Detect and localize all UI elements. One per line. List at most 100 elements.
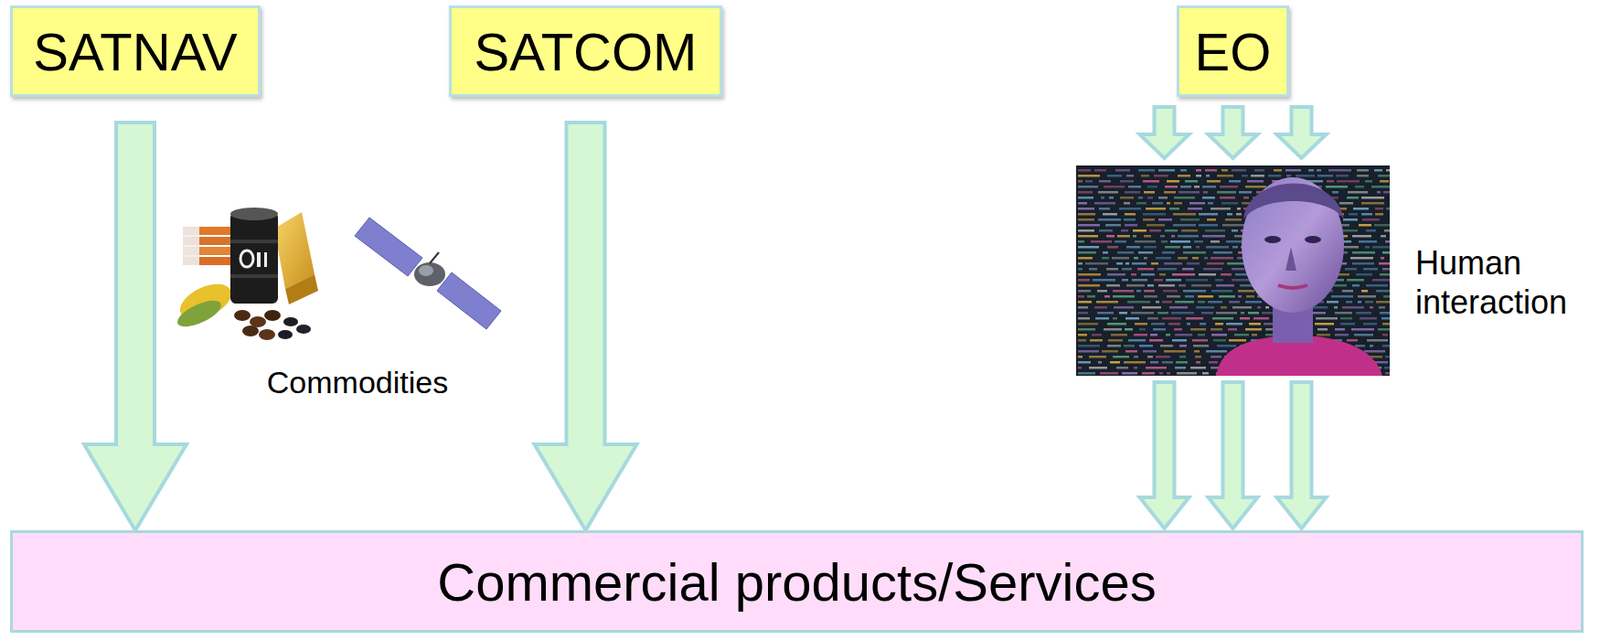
- code-dash: [1109, 196, 1114, 200]
- code-dash: [1384, 366, 1390, 370]
- code-dash: [1374, 169, 1383, 172]
- code-dash: [1195, 169, 1202, 172]
- code-dash: [1174, 300, 1195, 304]
- code-dash: [1243, 196, 1249, 200]
- code-dash: [1245, 328, 1262, 331]
- code-dash: [1091, 333, 1102, 337]
- code-dash: [1123, 218, 1136, 222]
- code-dash: [1145, 366, 1167, 370]
- code-dash: [1157, 311, 1169, 315]
- code-dash: [1205, 229, 1226, 233]
- code-dash: [1162, 317, 1182, 320]
- code-dash: [1139, 328, 1146, 331]
- code-dash: [1123, 361, 1146, 364]
- code-dash: [1351, 328, 1375, 331]
- code-dash: [1158, 218, 1173, 222]
- code-dash: [1115, 169, 1131, 172]
- code-dash: [1253, 317, 1270, 320]
- code-dash: [1077, 191, 1093, 194]
- code-dash: [1357, 295, 1376, 299]
- block-arrow: [534, 122, 638, 531]
- code-dash: [1228, 180, 1241, 183]
- code-dash: [1334, 333, 1349, 337]
- code-dash: [1128, 339, 1146, 342]
- code-dash: [1077, 196, 1094, 200]
- code-dash: [1077, 251, 1097, 255]
- code-dash: [1379, 180, 1389, 183]
- code-dash: [1363, 322, 1377, 326]
- code-dash: [1126, 245, 1141, 249]
- code-dash: [1206, 218, 1216, 222]
- code-dash: [1177, 174, 1191, 178]
- code-dash: [1185, 317, 1204, 320]
- code-dash: [1362, 218, 1380, 222]
- code-dash: [1215, 322, 1224, 326]
- code-dash: [1133, 256, 1139, 260]
- code-dash: [1250, 174, 1265, 178]
- code-dash: [1077, 267, 1083, 271]
- code-dash: [1205, 169, 1217, 172]
- code-dash: [1237, 295, 1242, 299]
- code-dash: [1149, 339, 1163, 342]
- code-dash: [1197, 295, 1214, 299]
- code-dash: [1104, 295, 1110, 299]
- code-dash: [1092, 278, 1116, 282]
- code-dash: [1378, 306, 1386, 310]
- code-dash: [1295, 174, 1315, 178]
- code-dash: [1141, 372, 1155, 375]
- code-dash: [1226, 322, 1243, 326]
- satcom-box: SATCOM: [448, 5, 723, 97]
- code-dash: [1265, 306, 1270, 310]
- code-dash: [1171, 234, 1175, 238]
- eo-box: EO: [1176, 5, 1290, 97]
- code-dash: [1172, 339, 1187, 342]
- code-dash: [1361, 196, 1385, 200]
- block-arrow: [1277, 382, 1327, 529]
- code-dash: [1177, 256, 1188, 260]
- code-dash: [1107, 245, 1119, 249]
- code-dash: [1164, 185, 1178, 189]
- code-dash: [1193, 344, 1209, 348]
- code-dash: [1096, 300, 1119, 304]
- code-dash: [1133, 333, 1148, 337]
- code-dash: [1340, 317, 1353, 320]
- code-dash: [1165, 278, 1182, 282]
- coffee-beans: [234, 309, 311, 341]
- code-dash: [1222, 224, 1245, 227]
- code-dash: [1159, 372, 1163, 375]
- code-dash: [1308, 169, 1314, 172]
- code-dash: [1109, 361, 1120, 364]
- code-dash: [1125, 350, 1138, 353]
- code-dash: [1147, 355, 1153, 359]
- code-dash: [1210, 328, 1223, 331]
- code-dash: [1107, 322, 1127, 326]
- code-dash: [1257, 306, 1261, 310]
- code-dash: [1147, 196, 1153, 200]
- code-dash: [1171, 311, 1195, 315]
- code-dash: [1177, 234, 1199, 238]
- code-dash: [1220, 306, 1227, 310]
- code-dash: [1146, 224, 1165, 227]
- block-arrow: [1140, 382, 1190, 529]
- code-dash: [1141, 174, 1150, 178]
- code-dash: [1142, 180, 1160, 183]
- code-dash: [1173, 213, 1196, 216]
- code-dash: [1102, 213, 1118, 216]
- code-dash: [1077, 262, 1083, 266]
- code-dash: [1237, 207, 1241, 211]
- code-dash: [1077, 229, 1095, 233]
- code-dash: [1333, 284, 1347, 288]
- code-dash: [1355, 311, 1372, 315]
- code-dash: [1077, 355, 1083, 359]
- code-dash: [1133, 355, 1139, 359]
- code-dash: [1166, 180, 1180, 183]
- code-dash: [1107, 344, 1121, 348]
- code-dash: [1077, 361, 1091, 364]
- code-dash: [1316, 333, 1331, 337]
- code-dash: [1350, 256, 1374, 260]
- code-dash: [1210, 207, 1231, 211]
- code-dash: [1184, 180, 1198, 183]
- code-dash: [1383, 295, 1390, 299]
- code-dash: [1089, 339, 1103, 342]
- code-dash: [1106, 267, 1119, 271]
